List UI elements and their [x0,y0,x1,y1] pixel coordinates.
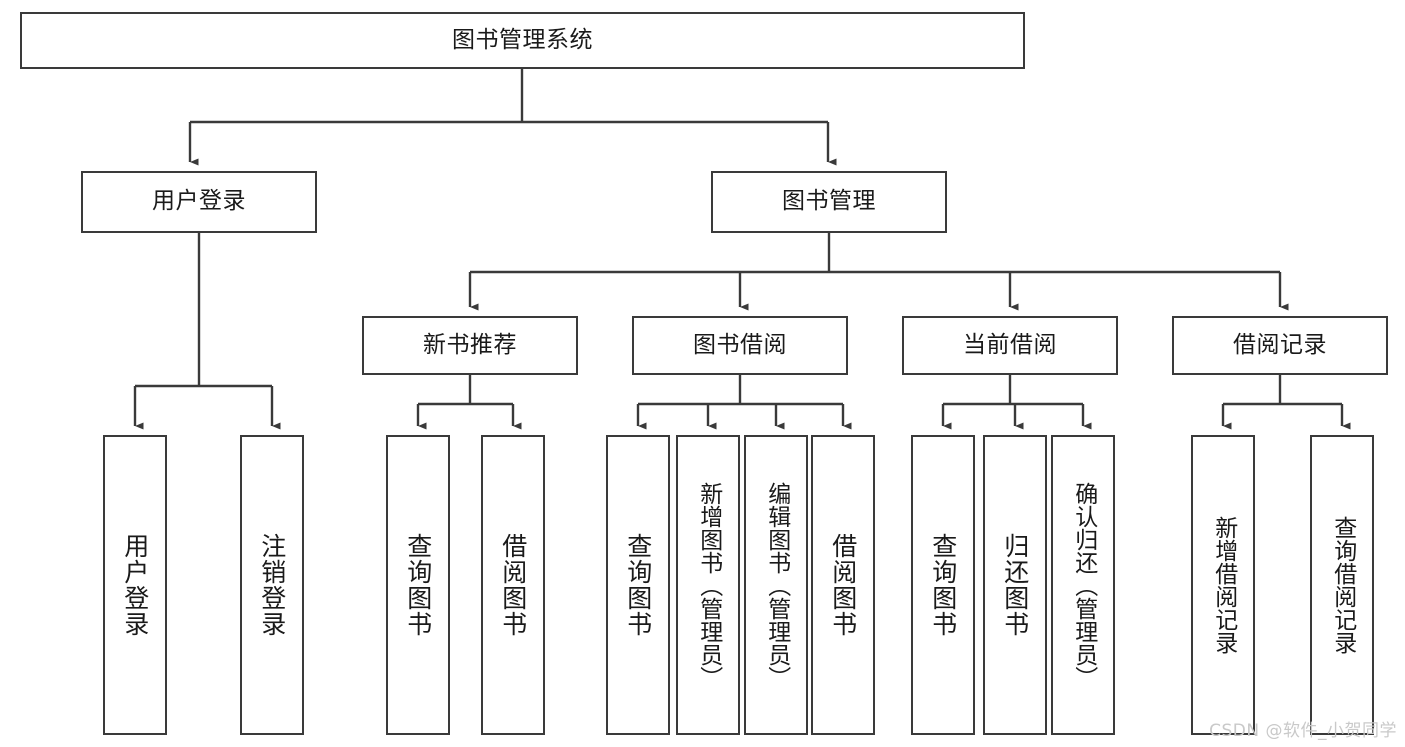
leaf-node-br-query[interactable]: 查询借阅记录 [1310,435,1374,735]
level3-node-new-book-rec[interactable]: 新书推荐 [362,316,578,375]
node-label: 查询借阅记录 [1329,516,1356,654]
node-label: 新增图书（管理员） [695,481,722,689]
node-label: 归还图书 [1000,533,1030,637]
leaf-node-user-login-leaf[interactable]: 用户登录 [103,435,167,735]
node-label: 用户登录 [120,533,150,637]
level2-node-user-login[interactable]: 用户登录 [81,171,317,233]
level3-node-borrow-record[interactable]: 借阅记录 [1172,316,1388,375]
node-label: 确认归还（管理员） [1070,481,1097,689]
node-label: 注销登录 [257,533,287,637]
node-label: 新增借阅记录 [1210,516,1237,654]
node-label: 借阅图书 [828,533,858,637]
level2-node-book-manage[interactable]: 图书管理 [711,171,947,233]
leaf-node-bb-borrow[interactable]: 借阅图书 [811,435,875,735]
leaf-node-cb-query[interactable]: 查询图书 [911,435,975,735]
leaf-node-cb-confirm[interactable]: 确认归还（管理员） [1051,435,1115,735]
leaf-node-br-add[interactable]: 新增借阅记录 [1191,435,1255,735]
node-label: 编辑图书（管理员） [763,481,790,689]
leaf-node-cb-return[interactable]: 归还图书 [983,435,1047,735]
level3-node-book-borrow[interactable]: 图书借阅 [632,316,848,375]
node-label: 借阅记录 [1233,331,1327,358]
level3-node-current-borrow[interactable]: 当前借阅 [902,316,1118,375]
node-label: 查询图书 [623,533,653,637]
leaf-node-nbr-borrow[interactable]: 借阅图书 [481,435,545,735]
node-label: 当前借阅 [963,331,1057,358]
node-label: 用户登录 [152,188,246,215]
node-label: 图书管理系统 [452,26,593,53]
root-node-root[interactable]: 图书管理系统 [20,12,1025,69]
node-label: 查询图书 [403,533,433,637]
csdn-watermark: CSDN @软件_小贺同学 [1209,721,1397,741]
leaf-node-nbr-query[interactable]: 查询图书 [386,435,450,735]
node-label: 图书借阅 [693,331,787,358]
leaf-node-logout-leaf[interactable]: 注销登录 [240,435,304,735]
node-label: 图书管理 [782,188,876,215]
leaf-node-bb-query[interactable]: 查询图书 [606,435,670,735]
leaf-node-bb-add[interactable]: 新增图书（管理员） [676,435,740,735]
leaf-node-bb-edit[interactable]: 编辑图书（管理员） [744,435,808,735]
node-label: 查询图书 [928,533,958,637]
node-label: 新书推荐 [423,331,517,358]
node-label: 借阅图书 [498,533,528,637]
